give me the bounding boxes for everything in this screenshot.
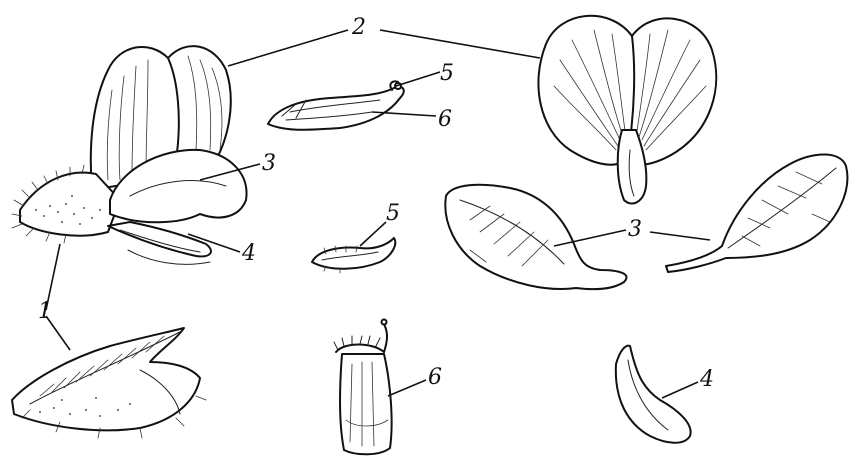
label-6-bottom: 6: [428, 365, 442, 390]
label-5-top: 5: [440, 61, 454, 86]
label-5-mid: 5: [386, 201, 400, 226]
label-1: 1: [38, 299, 52, 324]
keel-petal-drawing: [616, 346, 691, 443]
leader-5-top: [396, 72, 440, 86]
whole-flower-drawing: [12, 46, 247, 264]
standard-petal-drawing: [538, 16, 716, 204]
stamens-with-pistil-drawing: [268, 81, 404, 129]
label-2: 2: [351, 15, 366, 40]
label-3-right: 3: [628, 217, 642, 242]
leader-3-right: [650, 232, 710, 240]
leader-4-bottom: [662, 382, 698, 398]
stamen-tube-drawing: [334, 320, 392, 455]
label-6-top: 6: [438, 107, 452, 132]
leader-6-bottom: [388, 380, 426, 396]
label-4-flower: 4: [241, 241, 256, 266]
wing-petal-right-drawing: [666, 155, 847, 273]
calyx-drawing: [12, 328, 206, 438]
leader-5-mid: [360, 222, 386, 246]
wing-petal-left-drawing: [445, 185, 626, 289]
pistil-drawing: [312, 238, 395, 273]
label-3-flower: 3: [262, 151, 276, 176]
label-4-bottom: 4: [699, 367, 714, 392]
leader-2-left: [228, 30, 348, 66]
leader-2-right: [380, 30, 540, 58]
